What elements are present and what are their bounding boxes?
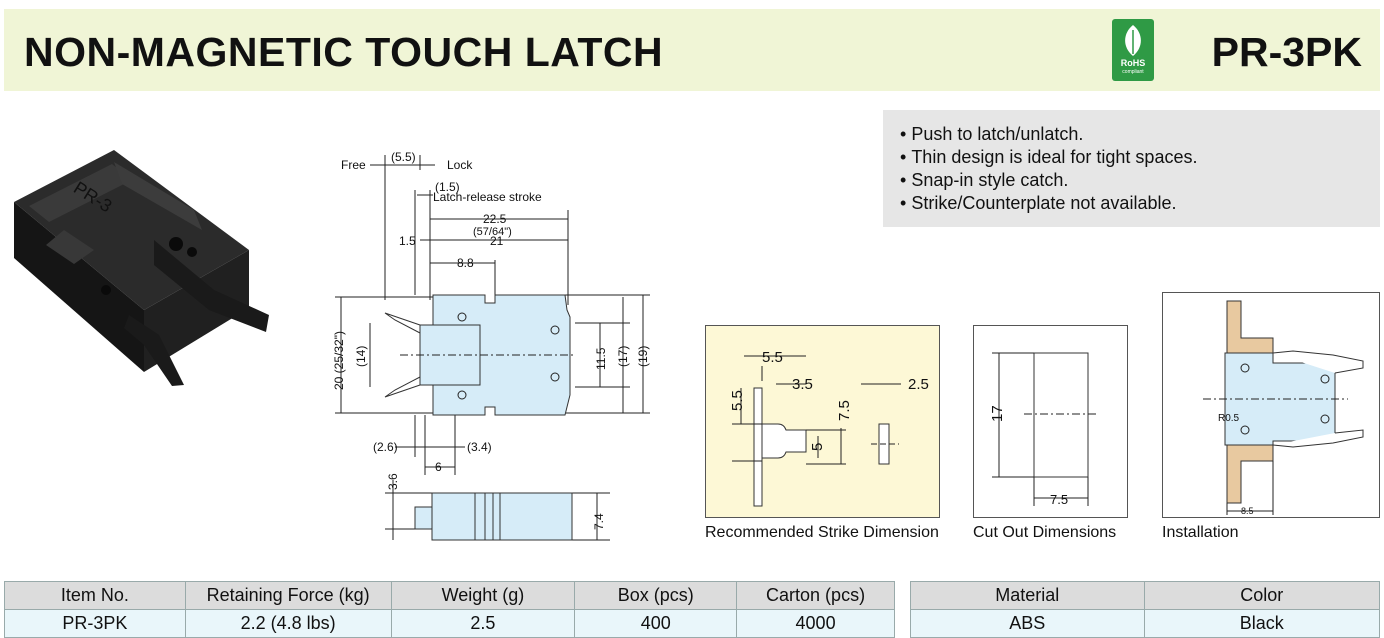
dim-14: (14) (354, 346, 368, 367)
dim-3-4: (3.4) (467, 440, 492, 454)
dim-1-5-paren: (1.5) (435, 180, 460, 194)
table-cell: 2.5 (390, 609, 576, 638)
table-cell: 2.2 (4.8 lbs) (184, 609, 392, 638)
table-header-row: Material Color (910, 581, 1381, 610)
cutout-dim-7-5: 7.5 (1050, 492, 1068, 507)
dim-6: 6 (435, 460, 442, 474)
dim-2-6: (2.6) (373, 440, 398, 454)
installation-panel: R0.5 8.5 (1162, 292, 1380, 518)
table-header-row: Item No. Retaining Force (kg) Weight (g)… (4, 581, 895, 610)
dim-1-5: 1.5 (399, 234, 416, 248)
dim-7-4: 7.4 (592, 513, 606, 530)
strike-dim-5-5a: 5.5 (762, 349, 783, 366)
strike-drawing: 5.5 5.5 3.5 7.5 5 2.5 (729, 349, 929, 507)
table-row: ABS Black (910, 609, 1381, 638)
strike-dim-5: 5 (809, 443, 826, 451)
dim-latch-release: Latch-release stroke (433, 190, 542, 204)
installation-drawing: R0.5 8.5 (1203, 300, 1364, 516)
table-header: Color (1143, 581, 1381, 610)
dim-57-64: (57/64") (473, 226, 512, 238)
strike-caption: Recommended Strike Dimension (705, 524, 939, 541)
product-illustration: PR-3 (14, 150, 269, 386)
feature-item: Snap-in style catch. (900, 169, 1380, 192)
feature-item: Thin design is ideal for tight spaces. (900, 146, 1380, 169)
page-header: NON-MAGNETIC TOUCH LATCH RoHS compliant … (4, 9, 1380, 91)
table-row: PR-3PK 2.2 (4.8 lbs) 2.5 400 4000 (4, 609, 895, 638)
main-dimension-drawing: Free (5.5) Lock (1.5) Latch-release stro… (332, 150, 650, 541)
material-table: Material Color ABS Black (910, 581, 1381, 638)
dim-lock: Lock (447, 158, 473, 172)
install-dim-8-5: 8.5 (1241, 506, 1254, 516)
strike-dimension-panel: 5.5 5.5 3.5 7.5 5 2.5 (705, 325, 940, 518)
dim-22-5: 22.5 (483, 212, 507, 226)
dim-20: 20 (25/32") (332, 331, 346, 390)
dim-19: (19) (636, 346, 650, 367)
cutout-drawing: 17 7.5 (989, 352, 1099, 507)
feature-item: Push to latch/unlatch. (900, 123, 1380, 146)
cutout-dimension-panel: 17 7.5 (973, 325, 1128, 518)
strike-dim-7-5: 7.5 (836, 400, 853, 421)
cutout-caption: Cut Out Dimensions (973, 524, 1117, 541)
dim-5-5: (5.5) (391, 150, 416, 164)
strike-dim-2-5: 2.5 (908, 376, 929, 393)
rohs-badge: RoHS compliant (1112, 19, 1154, 81)
cutout-dim-17: 17 (989, 405, 1006, 422)
spec-table: Item No. Retaining Force (kg) Weight (g)… (4, 581, 895, 638)
dim-21: 21 (490, 234, 504, 248)
page-title: NON-MAGNETIC TOUCH LATCH (24, 29, 664, 75)
strike-dim-3-5: 3.5 (792, 376, 813, 393)
feature-list: Push to latch/unlatch. Thin design is id… (883, 110, 1380, 227)
product-code: PR-3PK (1211, 29, 1362, 75)
leaf-icon (1125, 25, 1141, 56)
install-radius: R0.5 (1218, 413, 1240, 424)
rohs-sub: compliant (1122, 69, 1144, 75)
dim-free: Free (341, 158, 366, 172)
rohs-label: RoHS (1120, 58, 1146, 68)
feature-item: Strike/Counterplate not available. (900, 192, 1380, 215)
dim-17: (17) (616, 346, 630, 367)
table-header: Weight (g) (390, 581, 576, 610)
table-header: Carton (pcs) (736, 581, 895, 610)
strike-dim-5-5b: 5.5 (729, 390, 746, 411)
dim-3-6: 3.6 (386, 473, 400, 490)
installation-caption: Installation (1162, 524, 1239, 541)
dim-8-8: 8.8 (457, 256, 474, 270)
table-header: Box (pcs) (574, 581, 738, 610)
table-header: Retaining Force (kg) (184, 581, 392, 610)
table-header: Item No. (4, 581, 186, 610)
table-cell: PR-3PK (4, 609, 186, 638)
table-cell: 400 (574, 609, 738, 638)
table-cell: ABS (910, 609, 1145, 638)
table-cell: 4000 (736, 609, 895, 638)
table-cell: Black (1143, 609, 1381, 638)
table-header: Material (910, 581, 1145, 610)
dim-11-5: 11.5 (594, 347, 608, 370)
